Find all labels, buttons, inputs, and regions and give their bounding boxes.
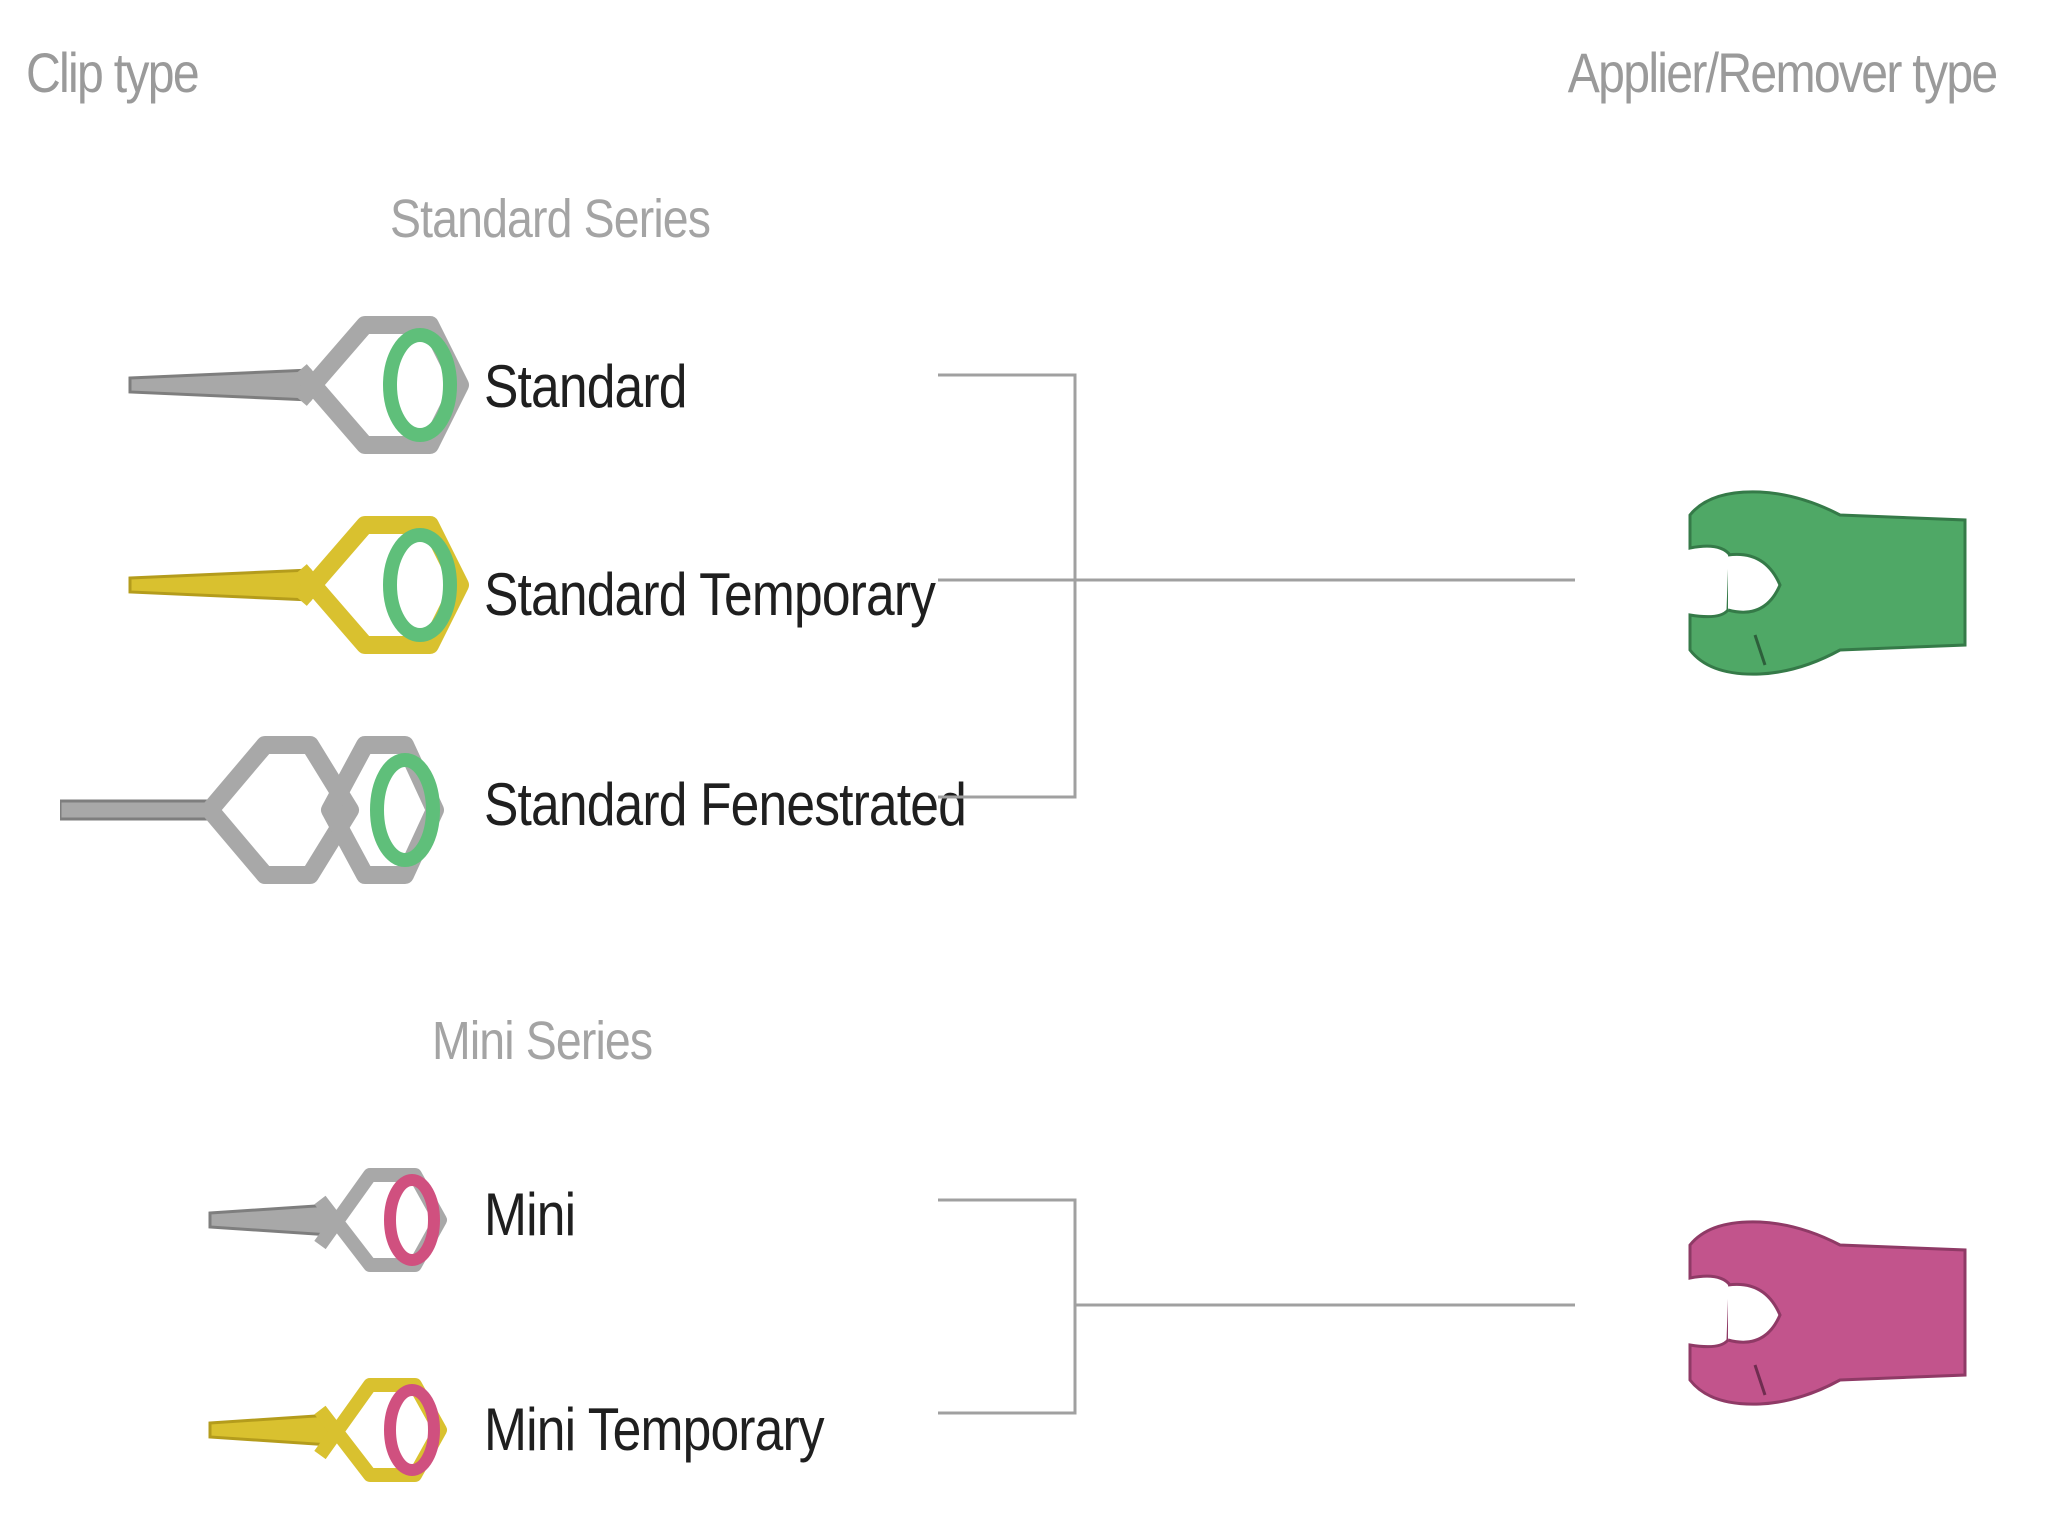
mini-series-title: Mini Series bbox=[432, 1011, 653, 1071]
mini-label: Mini bbox=[484, 1181, 576, 1248]
clip-type-heading: Clip type bbox=[26, 41, 200, 104]
green-applier-icon bbox=[1650, 480, 1980, 690]
standard-fenestrated-clip-icon bbox=[60, 725, 460, 895]
pink-applier-icon bbox=[1650, 1210, 1980, 1420]
applier-type-heading: Applier/Remover type bbox=[1567, 41, 1997, 104]
standard-clip-icon bbox=[120, 300, 520, 470]
standard-temporary-label: Standard Temporary bbox=[484, 561, 936, 628]
standard-temporary-clip-icon bbox=[120, 500, 520, 670]
mini-bracket bbox=[938, 1198, 1077, 1415]
standard-series-title: Standard Series bbox=[390, 189, 711, 249]
mini-temporary-label: Mini Temporary bbox=[484, 1396, 825, 1463]
standard-bracket bbox=[938, 373, 1077, 799]
standard-label: Standard bbox=[484, 353, 687, 420]
mini-clip-icon bbox=[200, 1135, 460, 1305]
standard-fenestrated-label: Standard Fenestrated bbox=[484, 771, 967, 838]
mini-temporary-clip-icon bbox=[200, 1345, 460, 1515]
